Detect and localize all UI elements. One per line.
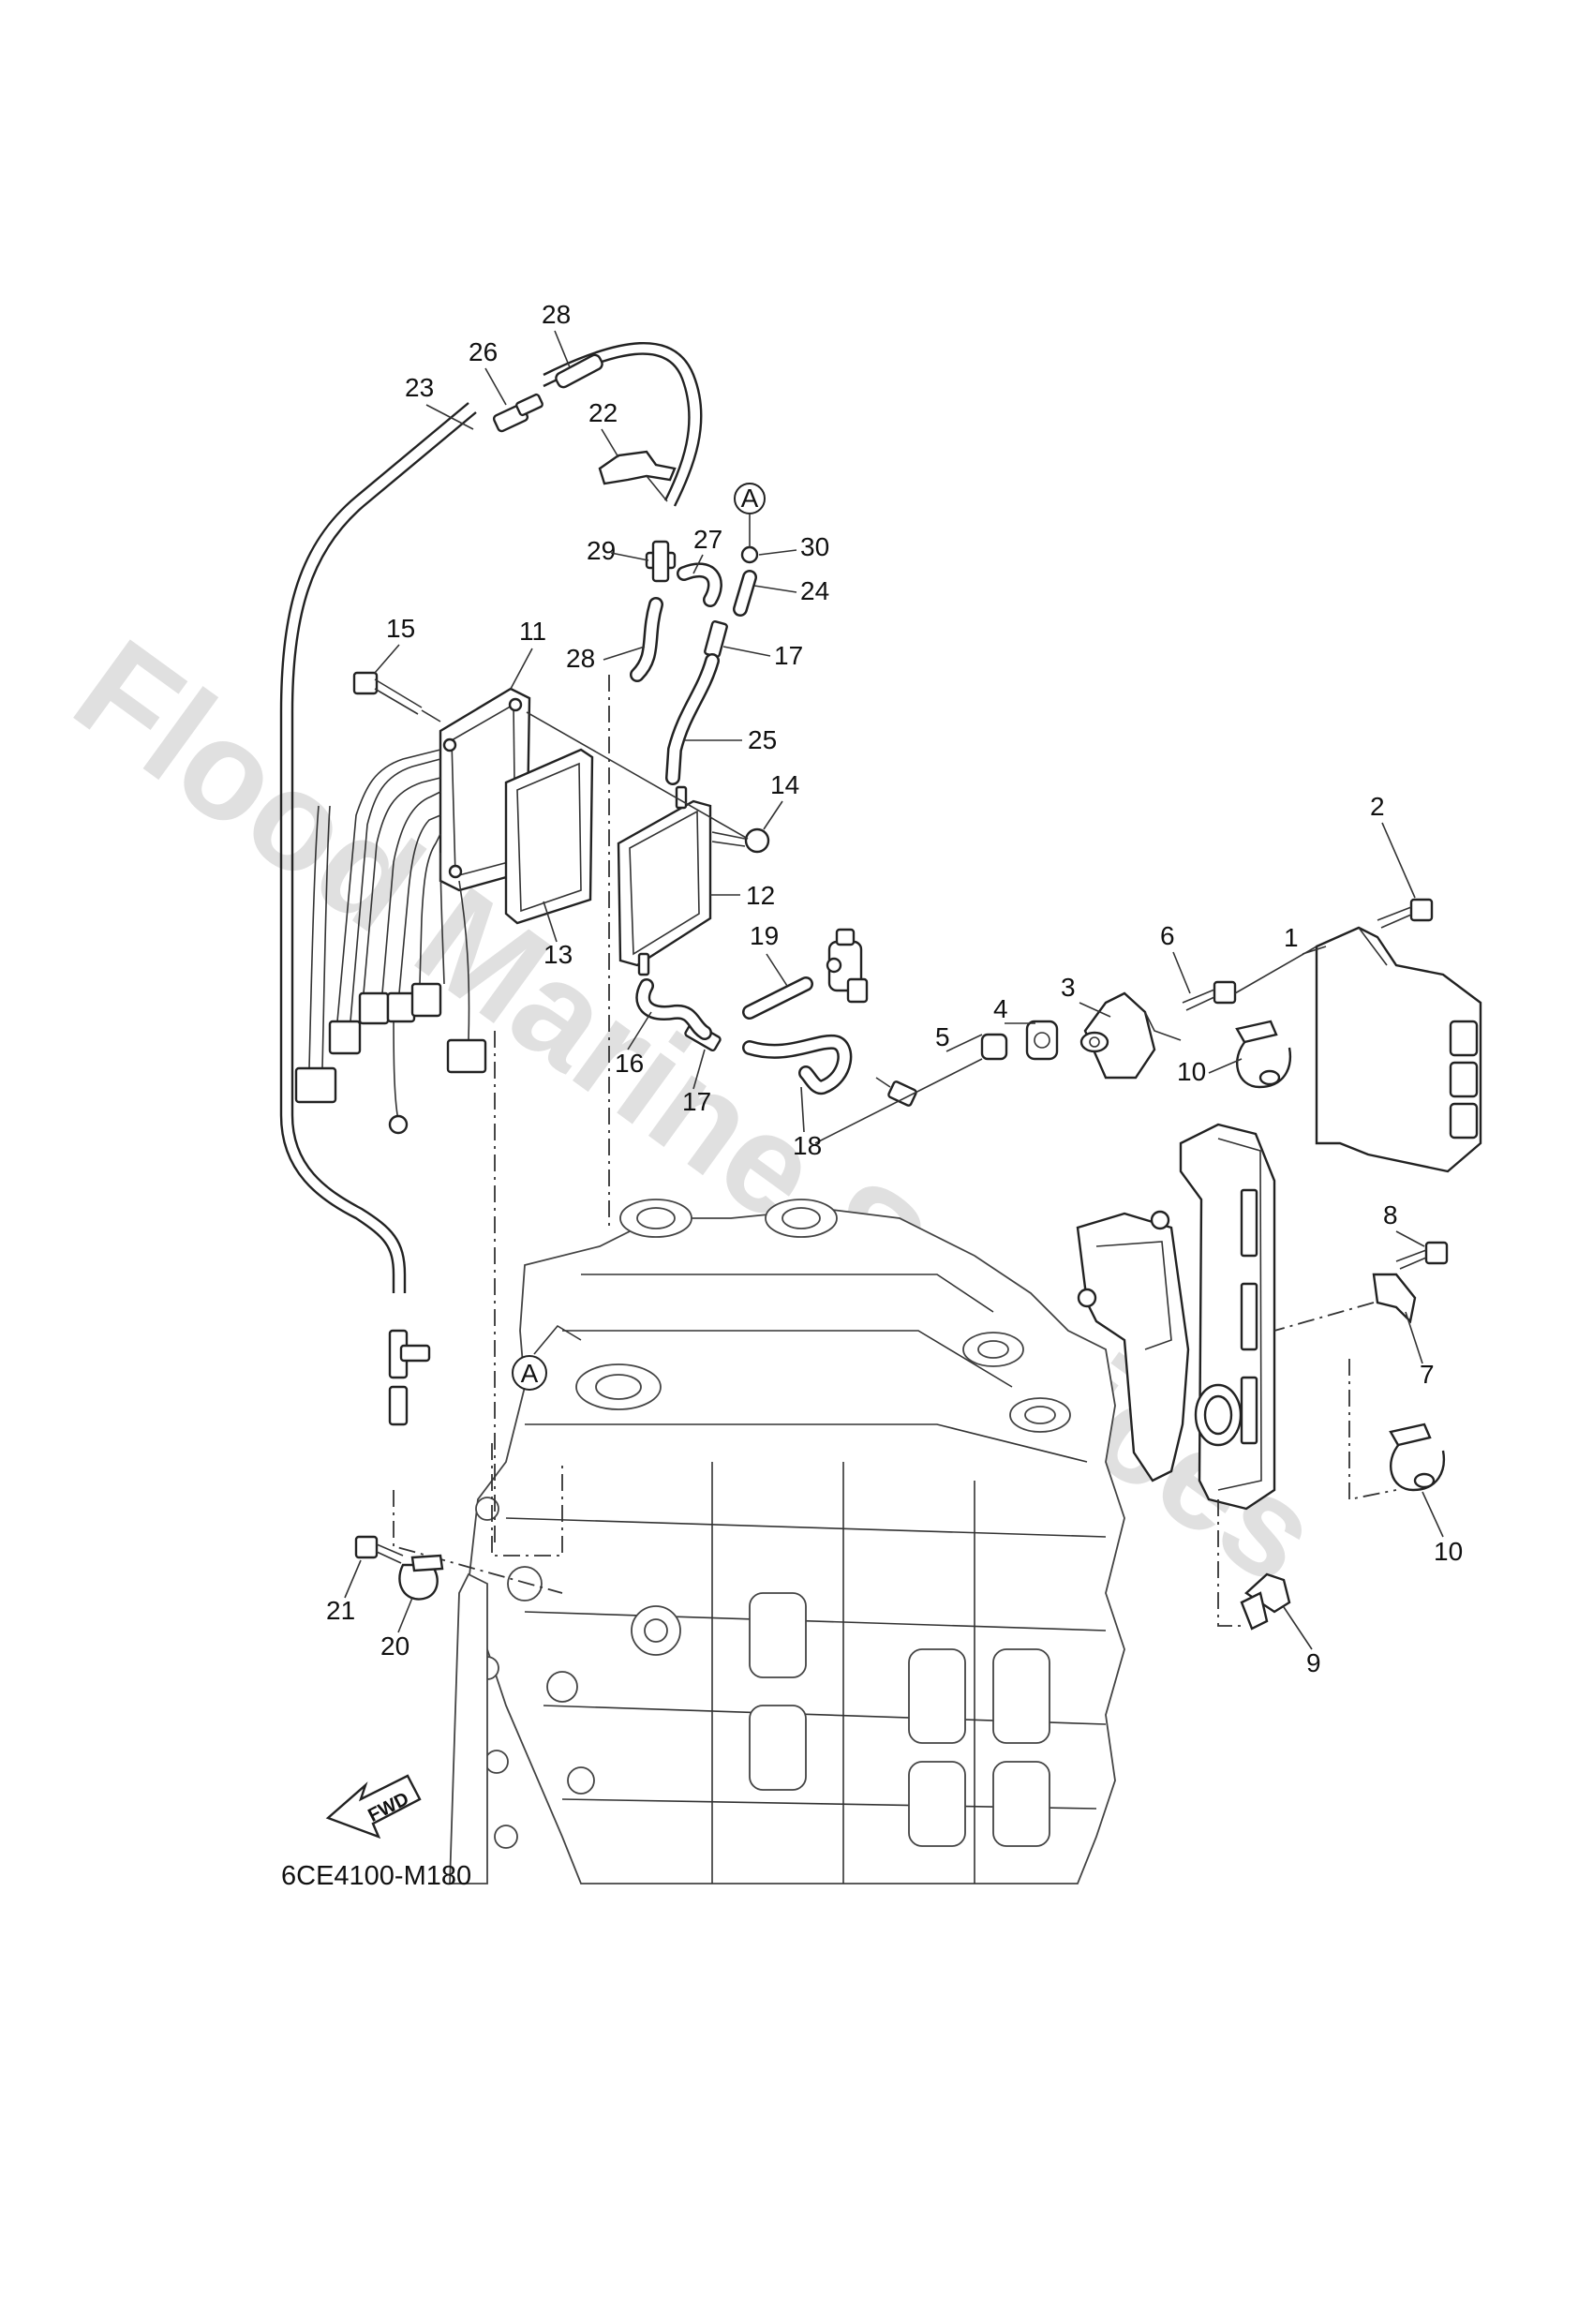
t-fitting-29: [645, 540, 677, 583]
callout-17-lower: 17: [682, 1087, 711, 1116]
callout-18: 18: [793, 1131, 822, 1160]
bolt-2: [1377, 898, 1434, 929]
clip-7: [1372, 1273, 1417, 1324]
wire-harness: [294, 749, 487, 1135]
callout-3: 3: [1061, 973, 1076, 1002]
connector-26: [492, 393, 543, 433]
mount-bracket: [1076, 1123, 1276, 1511]
callout-1: 1: [1284, 923, 1299, 952]
callout-14: 14: [770, 770, 799, 799]
callout-5: 5: [935, 1022, 950, 1051]
diagram-code: 6CE4100-M180: [281, 1861, 471, 1891]
callout-27: 27: [693, 525, 722, 554]
callout-22: 22: [588, 398, 618, 427]
callout-20: 20: [380, 1631, 409, 1661]
module-12: [617, 785, 712, 976]
callout-16: 16: [615, 1049, 644, 1078]
callout-17-upper: 17: [774, 641, 803, 670]
tee-fitting: [388, 1329, 431, 1426]
hose-23: [279, 402, 469, 1293]
callout-24: 24: [800, 576, 829, 605]
callout-26: 26: [469, 337, 498, 366]
fwd-arrow-icon: FWD: [325, 1774, 422, 1840]
bolt-21: [354, 1535, 404, 1564]
svg-text:A: A: [521, 1359, 539, 1388]
callout-13: 13: [543, 940, 573, 969]
callout-28-mid: 28: [566, 644, 595, 673]
gasket-13: [504, 748, 594, 925]
bolt-15: [352, 671, 423, 715]
callout-10-upper: 10: [1177, 1057, 1206, 1086]
callout-10-lower: 10: [1434, 1537, 1463, 1566]
callout-11: 11: [519, 617, 546, 646]
callout-2: 2: [1370, 792, 1385, 821]
clamp-20: [398, 1554, 444, 1601]
callout-25: 25: [748, 725, 777, 754]
callout-23: 23: [405, 373, 434, 402]
callout-9: 9: [1306, 1648, 1321, 1677]
callout-15: 15: [386, 614, 415, 643]
bolt-14: [711, 827, 770, 854]
bracket-3: [1079, 991, 1182, 1080]
callout-29: 29: [587, 536, 616, 565]
bolt-8: [1395, 1241, 1449, 1270]
callout-28-top: 28: [542, 300, 571, 329]
ecu-module-1: [1315, 926, 1482, 1173]
callout-12: 12: [746, 881, 775, 910]
callout-4: 4: [993, 994, 1008, 1023]
reference-marker-a-bottom: A: [512, 1324, 582, 1391]
valve: [826, 928, 869, 1004]
grommet-5: [980, 1033, 1008, 1061]
clip-9: [1240, 1572, 1291, 1631]
svg-text:A: A: [741, 484, 759, 513]
callouts: 1 2 3 4 5 6 7 8 9 10 10 11 12 13 14 15 1…: [326, 300, 1463, 1677]
callout-6: 6: [1160, 921, 1175, 950]
callout-7: 7: [1420, 1360, 1435, 1389]
callout-8: 8: [1383, 1200, 1398, 1229]
bolt-6: [1182, 980, 1237, 1011]
callout-21: 21: [326, 1596, 355, 1625]
clamp-10-upper: [1235, 1020, 1292, 1089]
engine-block: [449, 1199, 1125, 1885]
callout-30: 30: [800, 532, 829, 561]
clamp-22: [598, 450, 677, 485]
reference-marker-a-top: A: [734, 483, 766, 548]
damper-4: [1025, 1020, 1059, 1061]
callout-19: 19: [750, 921, 779, 950]
clamp-10-lower: [1389, 1423, 1446, 1492]
